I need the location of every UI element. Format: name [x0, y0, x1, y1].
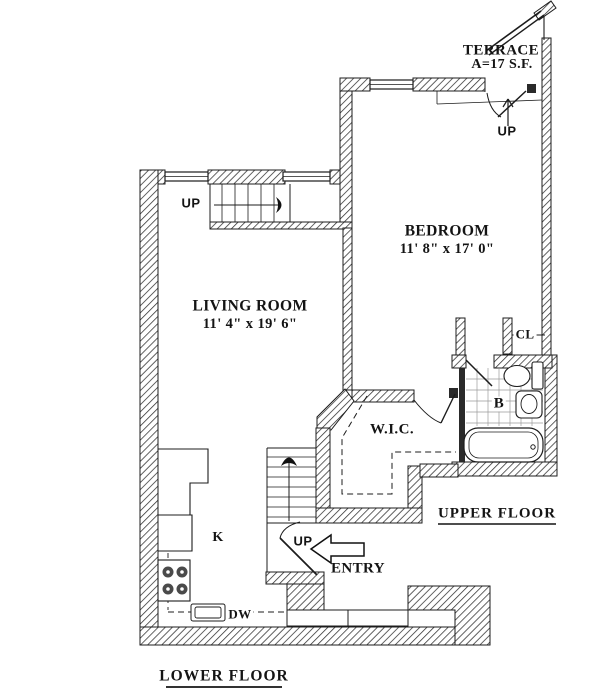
bathtub-faucet [530, 444, 536, 450]
closet-label: CL [513, 326, 537, 342]
living-room-up-label: UP [181, 195, 201, 211]
bathroom-label: B [491, 395, 507, 412]
entry-up-label: UP [293, 533, 313, 549]
terrace-label: TERRACE [462, 42, 540, 59]
bedroom-dims-label: 11' 8" x 17' 0" [399, 240, 495, 257]
label-underlines [166, 523, 556, 688]
entry-label: ENTRY [331, 560, 385, 577]
wic-door-leaf [440, 393, 456, 424]
wic-door-jamb [449, 388, 458, 398]
kitchen-counter-mid [158, 514, 193, 552]
kitchen-label: K [212, 530, 224, 545]
solid-wall-pieces [449, 84, 536, 462]
terrace-area-label: A=17 S.F. [471, 57, 533, 72]
terrace-structure [436, 10, 545, 126]
kitchen-fixtures [157, 448, 409, 627]
lower-stairs [266, 447, 316, 572]
lower-floor-label: LOWER FLOOR [159, 667, 289, 685]
windows [164, 79, 414, 182]
entry-arrow [309, 533, 365, 565]
entry-door-leaf [279, 537, 318, 576]
upper-stairs-arrowhead [276, 197, 282, 213]
bedroom-label: BEDROOM [404, 222, 490, 240]
wic-closet-outline [341, 395, 456, 495]
bathroom-door-leaf [465, 359, 493, 387]
upper-floor-label: UPPER FLOOR [437, 505, 557, 522]
bathtub [463, 427, 544, 463]
entry-door [279, 521, 318, 576]
stove [157, 559, 191, 602]
terrace-parapet-line [485, 10, 542, 52]
dishwasher-label: DW [226, 606, 254, 622]
bathroom-fixtures [463, 334, 545, 463]
toilet-tank [531, 361, 544, 390]
kitchen-sink [190, 603, 226, 622]
lower-stairs-arrowhead [281, 457, 297, 466]
bathroom-left-wall [459, 368, 465, 462]
toilet-bowl [503, 364, 531, 388]
entry-door-swing [279, 521, 301, 539]
upper-stairs [209, 184, 291, 222]
wic-closet [341, 393, 456, 495]
terrace-door-swing [486, 92, 502, 118]
living-room-dims-label: 11' 4" x 19' 6" [202, 315, 298, 332]
wic-label: W.I.C. [370, 421, 414, 438]
wic-door-swing [413, 399, 442, 424]
living-room-label: LIVING ROOM [192, 297, 308, 315]
terrace-door-leaf [497, 90, 527, 118]
terrace-up-label: UP [497, 123, 517, 139]
terrace-door-jamb [527, 84, 536, 93]
kitchen-counter-upper [158, 448, 209, 516]
